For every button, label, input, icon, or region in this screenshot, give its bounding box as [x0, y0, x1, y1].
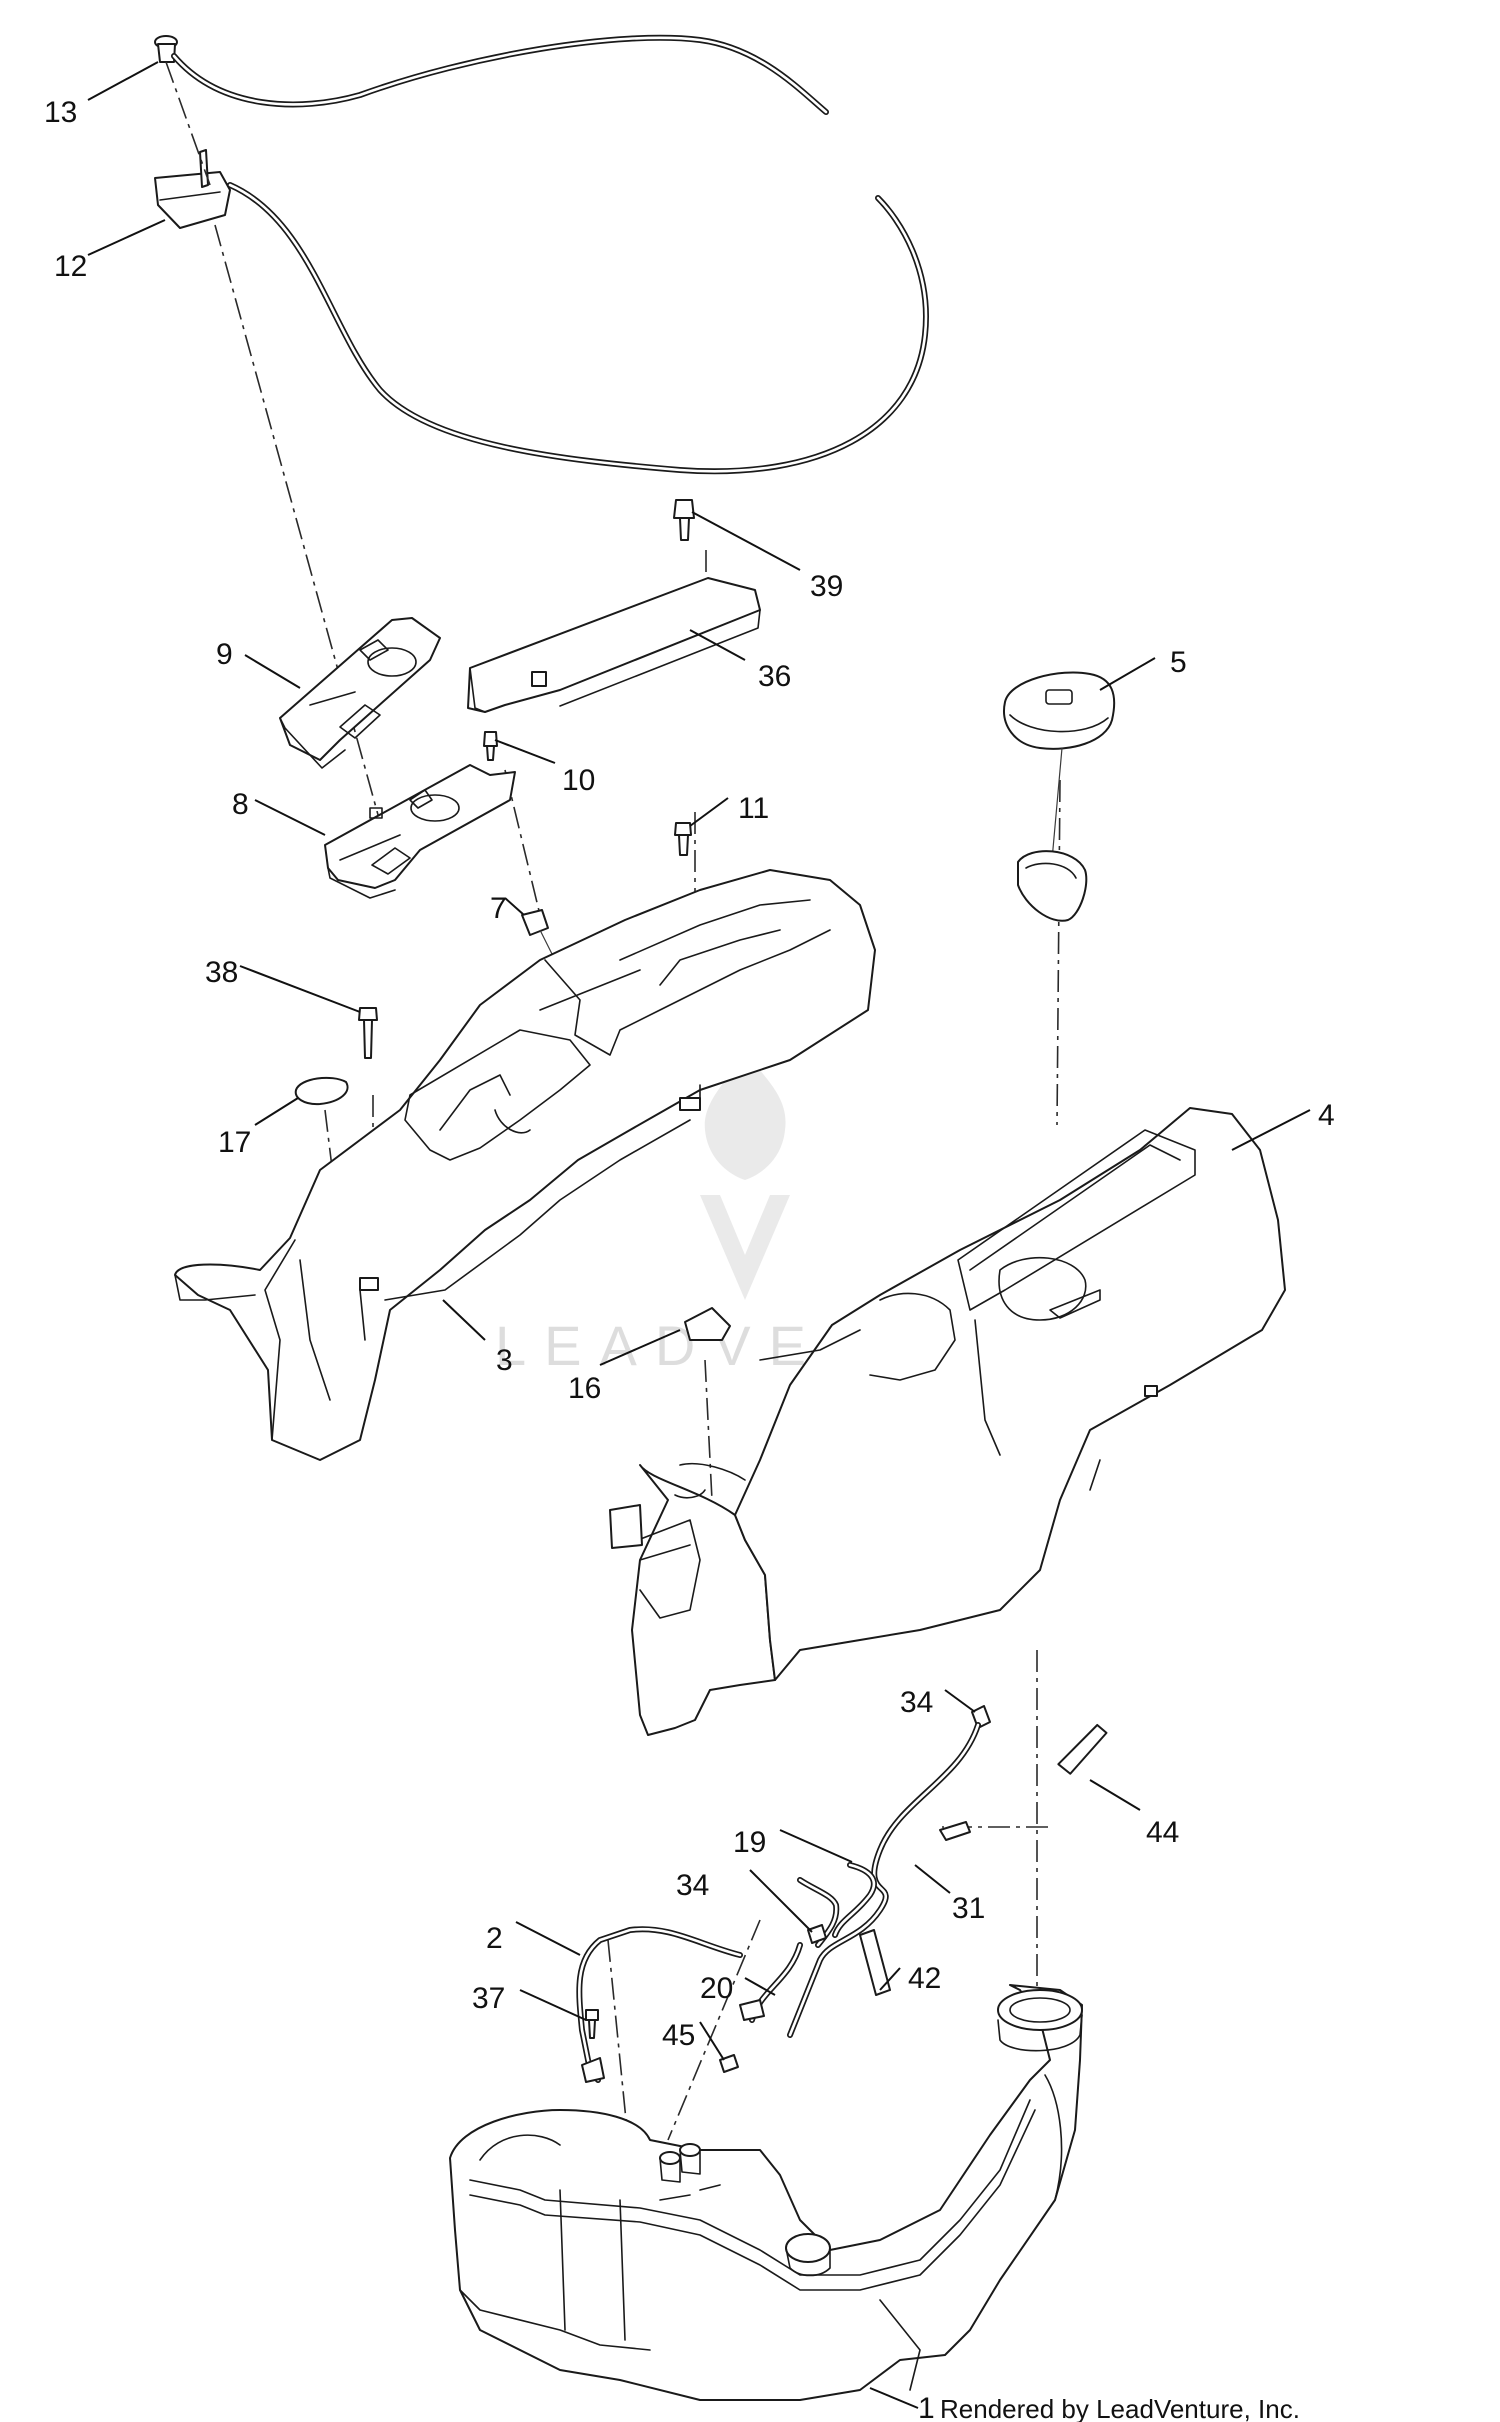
callout-19: 19 — [733, 1826, 766, 1859]
part-37-bolt — [585, 2009, 599, 2039]
callout-37: 37 — [472, 1982, 505, 2015]
leader-lines — [87, 61, 1311, 2409]
callout-11: 11 — [738, 792, 769, 825]
callout-39: 39 — [810, 570, 843, 603]
callout-16: 16 — [568, 1372, 601, 1405]
callout-34-top: 34 — [900, 1686, 933, 1719]
part-5-fuel-cap — [1003, 671, 1116, 922]
callout-12: 12 — [54, 250, 87, 283]
callout-10: 10 — [562, 764, 595, 797]
part-1-fuel-tank — [449, 1984, 1083, 2401]
callout-2: 2 — [486, 1922, 503, 1955]
callout-1: 1 — [918, 2392, 935, 2422]
callout-8: 8 — [232, 788, 249, 821]
callout-36: 36 — [758, 660, 791, 693]
callout-7: 7 — [490, 892, 507, 925]
callout-9: 9 — [216, 638, 233, 671]
footer-credit: Rendered by LeadVenture, Inc. — [940, 2394, 1300, 2422]
callout-34-bottom: 34 — [676, 1869, 709, 1902]
callout-38: 38 — [205, 956, 238, 989]
part-3-console — [174, 869, 876, 1461]
part-4-tank-cover — [609, 1107, 1286, 1736]
part-17-plug — [294, 1076, 349, 1106]
part-12-bracket — [154, 149, 929, 475]
callout-20: 20 — [700, 1972, 733, 2005]
callout-labels: 13 12 39 36 9 10 8 11 5 7 38 17 4 3 16 3… — [44, 96, 1335, 2422]
part-36-cover — [467, 577, 761, 713]
part-11-screw — [674, 822, 692, 856]
part-38-bolt — [358, 1007, 378, 1059]
callout-3: 3 — [496, 1344, 513, 1377]
part-13-cable — [154, 34, 829, 115]
callout-42: 42 — [908, 1962, 941, 1995]
part-8-plate — [324, 764, 516, 899]
callout-17: 17 — [218, 1126, 251, 1159]
hose-assembly — [719, 1705, 1108, 2073]
callout-4: 4 — [1318, 1099, 1335, 1132]
part-9-plate — [279, 617, 441, 769]
callout-44: 44 — [1146, 1816, 1179, 1849]
callout-31: 31 — [952, 1892, 985, 1925]
part-10-screw — [483, 731, 498, 761]
callout-5: 5 — [1170, 646, 1187, 679]
callout-45: 45 — [662, 2019, 695, 2052]
part-16-plug — [684, 1307, 731, 1341]
part-2-strap — [576, 1926, 743, 2083]
callout-13: 13 — [44, 96, 77, 129]
part-39-screw — [673, 499, 695, 541]
